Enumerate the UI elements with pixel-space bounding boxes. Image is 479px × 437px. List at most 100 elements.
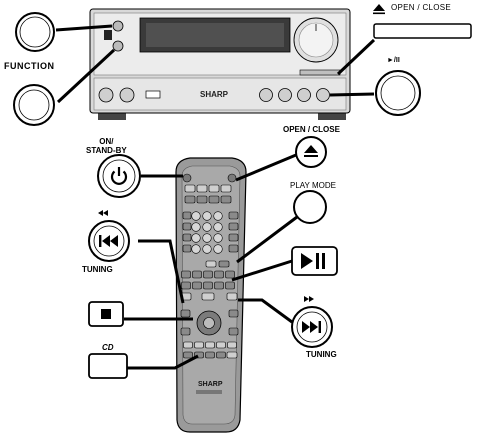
remote-bottom-key bbox=[194, 341, 204, 349]
remote-bottom-key bbox=[227, 341, 237, 349]
eject-icon bbox=[304, 145, 318, 153]
remote-power-key bbox=[182, 173, 192, 183]
stop-icon bbox=[101, 309, 111, 319]
label-open-close-top: OPEN / CLOSE bbox=[391, 3, 452, 12]
remote-side-key bbox=[182, 244, 192, 253]
unit-button-2 bbox=[278, 88, 292, 102]
remote-number-key bbox=[191, 233, 201, 243]
leader-line bbox=[138, 239, 185, 304]
unit-knob-left-1 bbox=[98, 87, 114, 103]
remote-function-key bbox=[184, 184, 196, 193]
leader-line bbox=[127, 354, 199, 370]
callout-play-mode-circle bbox=[293, 190, 327, 224]
remote-bottom-key bbox=[183, 341, 193, 349]
remote-number-key bbox=[213, 233, 223, 243]
unit-brand: SHARP bbox=[200, 90, 229, 99]
remote-number-key bbox=[202, 211, 212, 221]
skip-forward-icon bbox=[302, 321, 321, 333]
leader-line bbox=[235, 153, 297, 182]
remote-side-key bbox=[228, 233, 239, 242]
unit-function-button bbox=[112, 40, 124, 52]
label-cd: CD bbox=[102, 343, 114, 352]
callout-open-close-bar bbox=[373, 23, 472, 39]
remote-brand: SHARP bbox=[198, 381, 223, 388]
remote-mode-key bbox=[220, 195, 232, 204]
main-unit: SHARP bbox=[89, 8, 351, 120]
unit-power-button bbox=[112, 20, 124, 32]
remote-key bbox=[228, 327, 239, 336]
remote-mode-key bbox=[184, 195, 196, 204]
remote-transport-key bbox=[181, 270, 191, 279]
remote-number-key bbox=[191, 211, 201, 221]
remote-number-key bbox=[213, 222, 223, 232]
remote-mode-key bbox=[208, 195, 220, 204]
remote-function-key bbox=[208, 184, 220, 193]
callout-play-pause-button bbox=[291, 246, 338, 276]
callout-power-circle bbox=[15, 12, 55, 52]
eject-icon bbox=[373, 4, 385, 11]
unit-knob-left-2 bbox=[119, 87, 135, 103]
power-icon bbox=[110, 167, 128, 185]
leader-line bbox=[236, 215, 298, 264]
remote-side-key bbox=[228, 211, 239, 220]
remote-transport-key bbox=[203, 281, 213, 290]
remote-side-key bbox=[228, 222, 239, 231]
unit-button-3 bbox=[297, 88, 311, 102]
callout-function-circle bbox=[13, 84, 55, 126]
remote-key bbox=[218, 260, 230, 268]
remote-side-key bbox=[228, 244, 239, 253]
remote-bottom-key bbox=[216, 351, 226, 359]
remote-eject-key bbox=[227, 173, 237, 183]
remote-number-key bbox=[202, 233, 212, 243]
unit-usb-port bbox=[145, 90, 161, 99]
remote-side-key bbox=[182, 233, 192, 242]
remote-bottom-key bbox=[205, 341, 215, 349]
remote-side-key bbox=[182, 211, 192, 220]
remote-transport-key bbox=[203, 270, 213, 279]
leader-line bbox=[336, 38, 376, 76]
leader-line bbox=[56, 48, 116, 104]
play-pause-icon bbox=[301, 253, 325, 269]
remote-number-key bbox=[191, 244, 201, 254]
label-play-mode: PLAY MODE bbox=[290, 181, 336, 190]
remote-function-key bbox=[196, 184, 208, 193]
callout-cd-button bbox=[88, 353, 128, 379]
remote-mode-key bbox=[196, 195, 208, 204]
remote-key bbox=[180, 327, 191, 336]
remote-number-key bbox=[213, 211, 223, 221]
label-tuning-right: TUNING bbox=[306, 350, 337, 359]
remote-control: SHARP bbox=[175, 157, 247, 433]
label-tuning-left: TUNING bbox=[82, 265, 113, 274]
remote-key bbox=[180, 309, 191, 318]
remote-number-key bbox=[202, 244, 212, 254]
remote-transport-key bbox=[192, 281, 202, 290]
remote-stop-key bbox=[201, 292, 215, 301]
remote-transport-key bbox=[225, 281, 235, 290]
remote-bottom-key bbox=[205, 351, 215, 359]
fast-forward-icon bbox=[304, 296, 314, 302]
leader-line bbox=[55, 24, 113, 32]
remote-key bbox=[228, 309, 239, 318]
label-on-standby: ON/ STAND-BY bbox=[86, 137, 127, 155]
remote-bottom-key bbox=[226, 351, 238, 359]
skip-back-icon bbox=[99, 235, 118, 247]
unit-disc-slot bbox=[299, 69, 341, 76]
remote-transport-key bbox=[214, 281, 224, 290]
remote-number-key bbox=[202, 222, 212, 232]
rewind-icon bbox=[98, 210, 108, 216]
unit-button-1 bbox=[259, 88, 273, 102]
remote-number-key bbox=[191, 222, 201, 232]
remote-bottom-key bbox=[183, 351, 193, 359]
remote-function-key bbox=[220, 184, 232, 193]
callout-play-pause-circle bbox=[375, 70, 421, 116]
label-play-pause-small: ►/II bbox=[387, 57, 400, 64]
remote-play-mode-key bbox=[205, 260, 217, 268]
label-open-close-remote: OPEN / CLOSE bbox=[283, 125, 340, 134]
remote-side-key bbox=[182, 222, 192, 231]
remote-skip-forward-key bbox=[226, 292, 238, 301]
label-function: FUNCTION bbox=[4, 61, 55, 71]
leader-line bbox=[329, 92, 375, 97]
remote-transport-key bbox=[225, 270, 235, 279]
remote-transport-key bbox=[192, 270, 202, 279]
